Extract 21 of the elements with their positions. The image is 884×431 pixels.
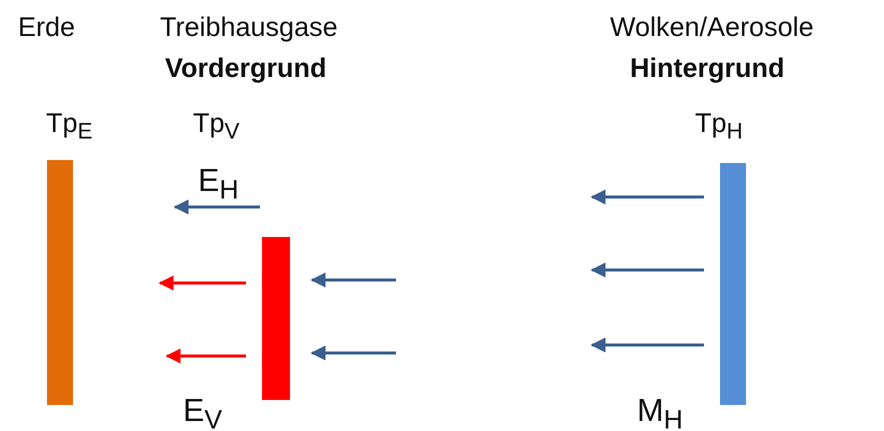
arrow	[166, 348, 246, 364]
symbol-label: E$_{V}$	[183, 394, 222, 431]
bar	[262, 237, 290, 400]
heading: Vordergrund	[165, 55, 326, 82]
symbol-label: E$_{H}$	[198, 164, 239, 204]
symbol-label: Tp$_{H}$	[695, 110, 743, 143]
arrow	[158, 276, 246, 290]
symbol-label: Tp$_{E}$	[46, 110, 93, 143]
label: Erde	[18, 14, 76, 41]
arrow	[590, 338, 704, 352]
arrow	[590, 262, 704, 278]
bar	[47, 160, 73, 405]
heading: Hintergrund	[630, 55, 784, 82]
label: Treibhausgase	[160, 14, 338, 41]
arrow	[590, 190, 704, 204]
arrow	[310, 346, 396, 360]
symbol-label: M$_{H}$	[637, 394, 683, 431]
arrow	[310, 272, 396, 288]
label: Wolken/Aerosole	[610, 14, 814, 41]
symbol-label: Tp$_{V}$	[193, 110, 240, 143]
bar	[720, 163, 746, 405]
